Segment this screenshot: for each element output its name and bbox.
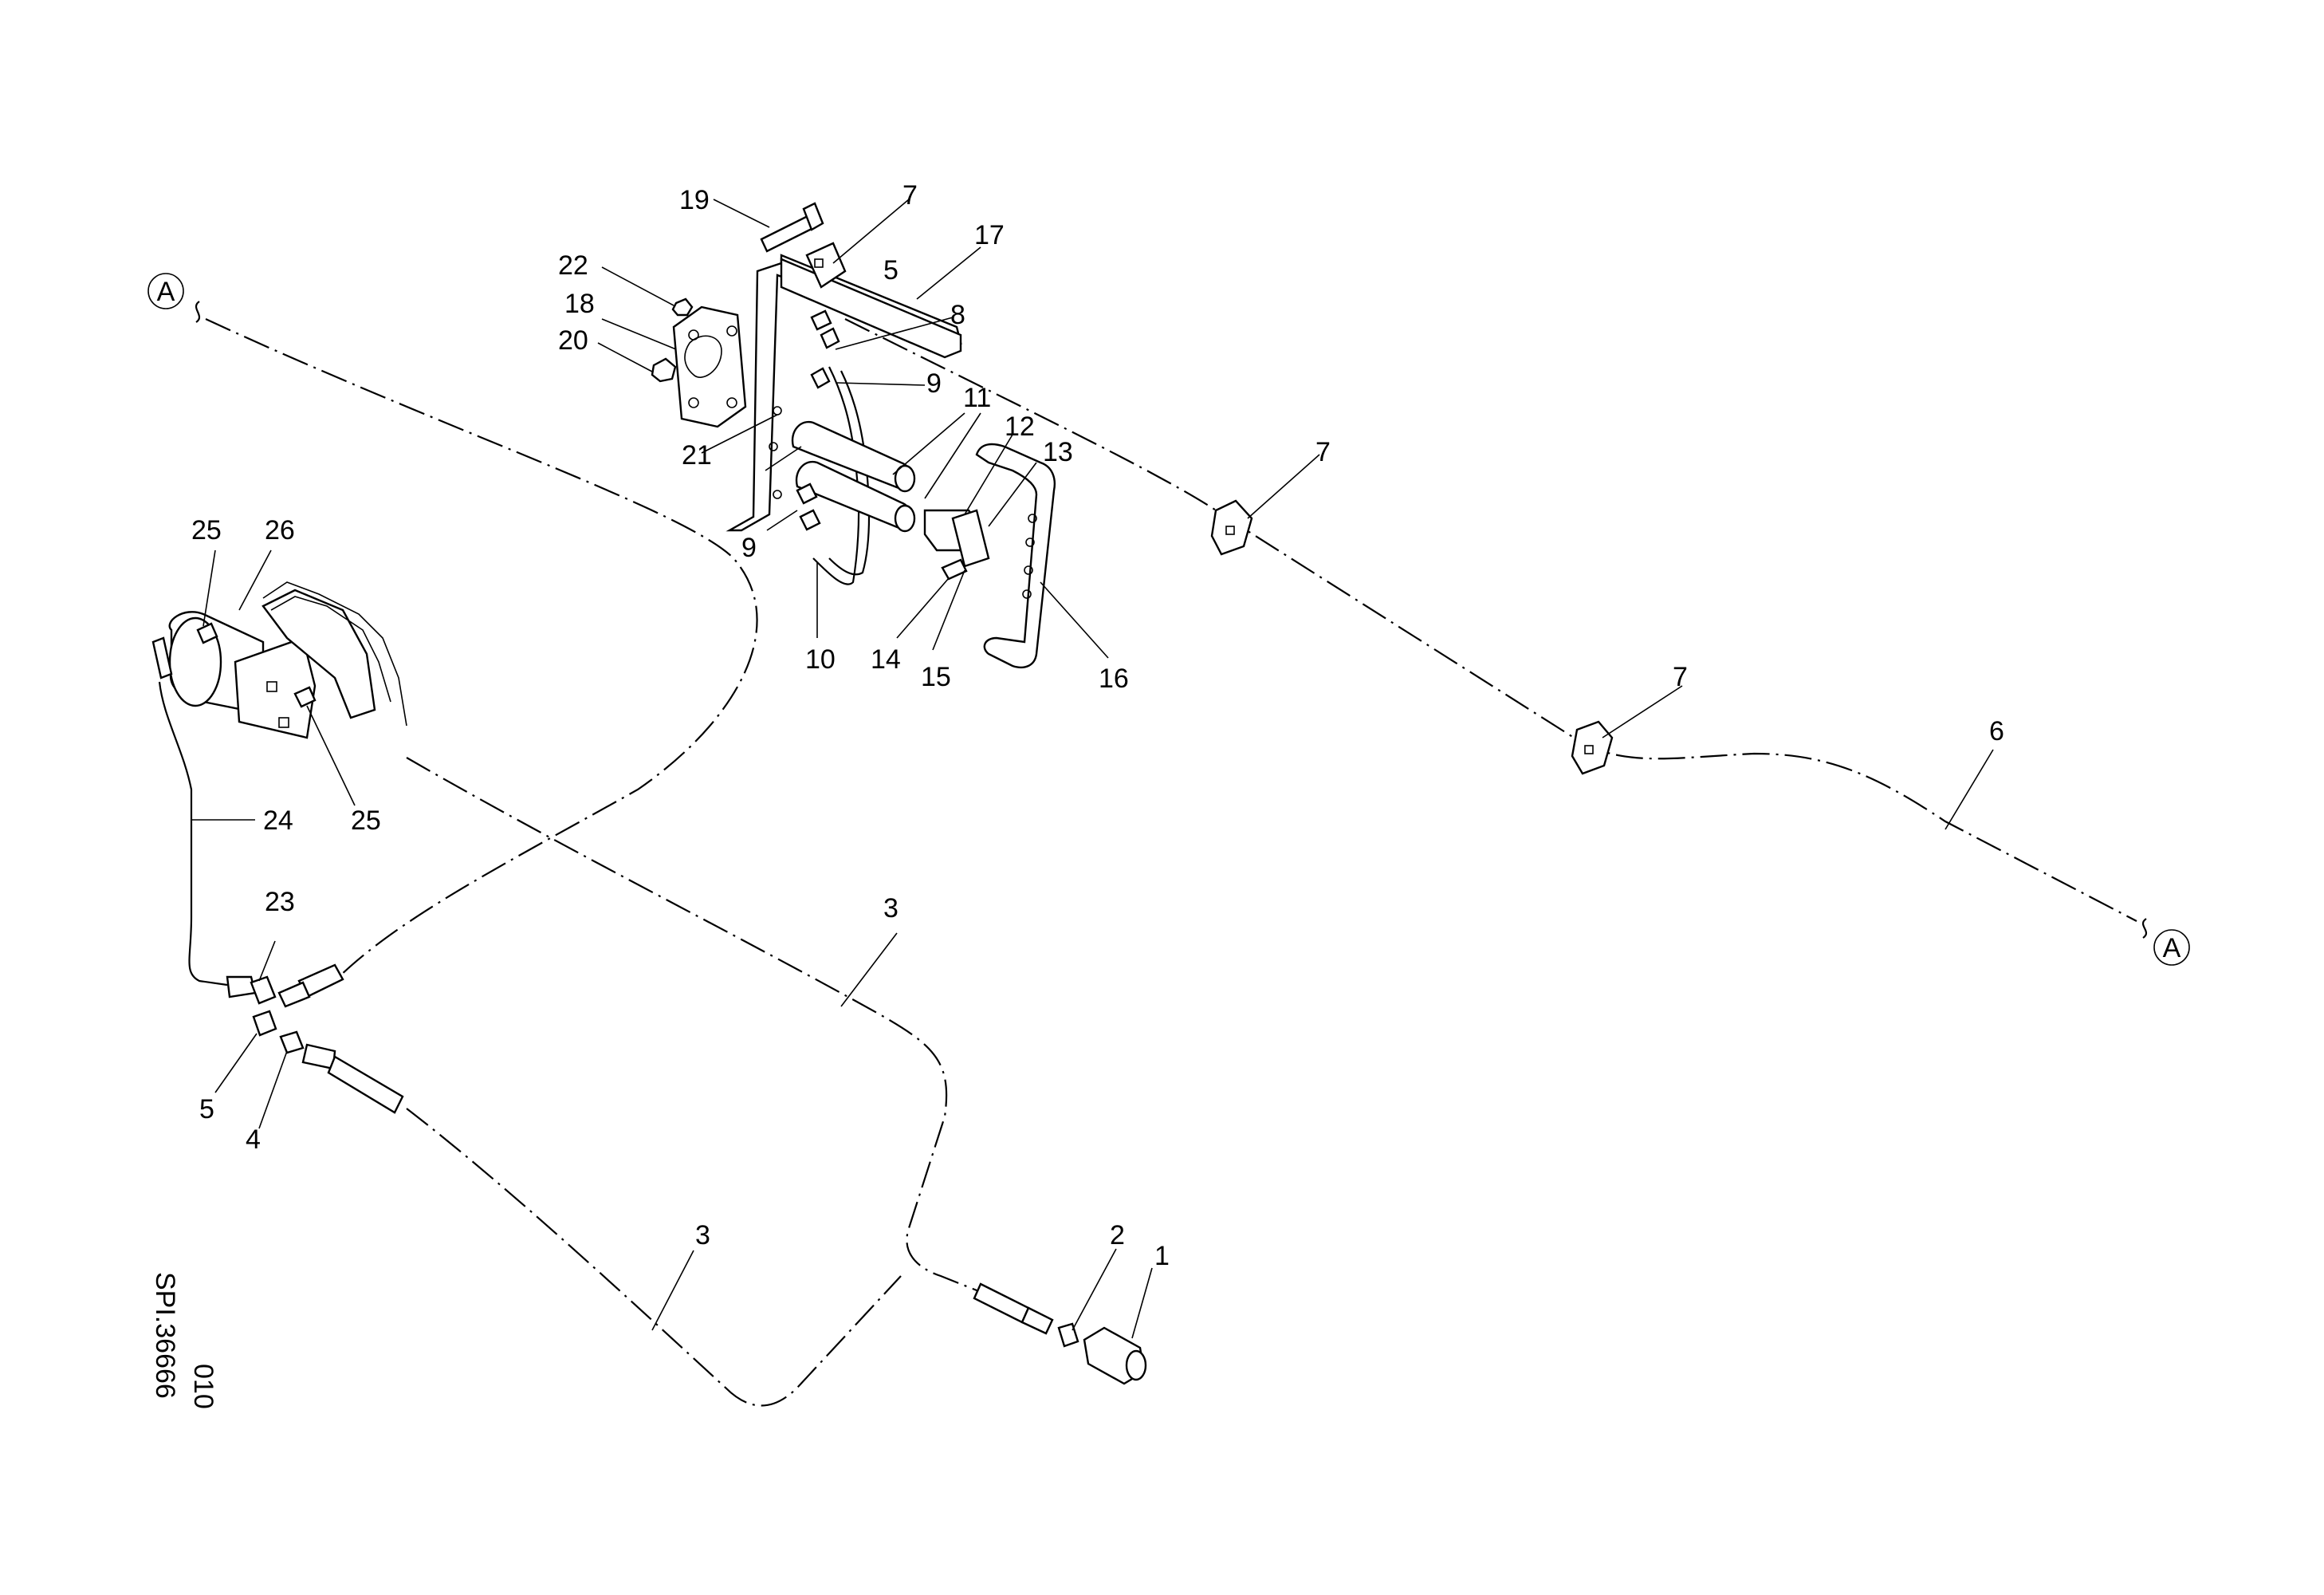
callout-7-mid: 7 [1315,437,1331,467]
callout-6: 6 [1989,716,2004,746]
hose-clamp-mid [1210,499,1253,556]
connector-a-right-label: A [2163,933,2181,963]
pump-assembly [151,581,407,739]
callout-10: 10 [805,644,836,675]
hose-clamp-right [1571,720,1614,775]
hose-from-a-left [205,318,758,982]
callout-4: 4 [246,1124,261,1155]
callout-26: 26 [265,515,295,545]
callout-labels: 1 2 3 3 4 5 5 6 7 7 7 8 9 9 10 11 12 13 … [191,180,2004,1271]
callout-11: 11 [963,383,991,413]
connector-mark-a-right: A [2141,918,2190,966]
callout-7-right: 7 [1673,662,1688,692]
leader-lines [191,199,1994,1339]
callout-18: 18 [564,289,595,319]
hose-main-3 [406,757,981,1294]
callout-8: 8 [950,300,965,330]
callout-24: 24 [263,805,293,836]
callout-23: 23 [265,887,295,917]
hose-24 [158,681,228,987]
callout-25-lower: 25 [351,805,381,836]
callout-1: 1 [1154,1241,1170,1271]
callout-25-upper: 25 [191,515,222,545]
callout-13: 13 [1043,437,1073,467]
drawing-identifier: SPI.36666 010 [150,1272,218,1409]
hose-10 [812,366,860,585]
callout-21: 21 [682,440,712,471]
callout-15: 15 [921,662,951,692]
hose-6 [844,318,2137,922]
connector-a-left-label: A [157,277,175,307]
fitting-group-lower-left [226,963,404,1114]
callout-9-lower: 9 [741,533,757,563]
callout-19: 19 [679,185,710,215]
callout-5-upper: 5 [883,255,899,286]
callout-7-top: 7 [902,180,918,211]
callout-3-upper: 3 [883,893,899,924]
callout-17: 17 [974,220,1005,250]
callout-2: 2 [1110,1220,1125,1250]
callout-20: 20 [558,325,588,356]
callout-9-upper: 9 [926,368,942,399]
callout-3-lower: 3 [695,1220,710,1250]
valve-bracket-assembly [651,202,1056,669]
callout-14: 14 [871,644,901,675]
callout-5-lower: 5 [199,1094,214,1124]
fitting-group-lower-right [973,1282,1147,1385]
callout-22: 22 [558,250,588,281]
callout-12: 12 [1005,412,1035,442]
drawing-code: SPI.36666 [150,1272,180,1399]
connector-mark-a-left: A [147,273,201,323]
sheet-number: 010 [188,1364,218,1409]
hose-lower-3 [406,1108,902,1407]
callout-16: 16 [1099,664,1129,694]
